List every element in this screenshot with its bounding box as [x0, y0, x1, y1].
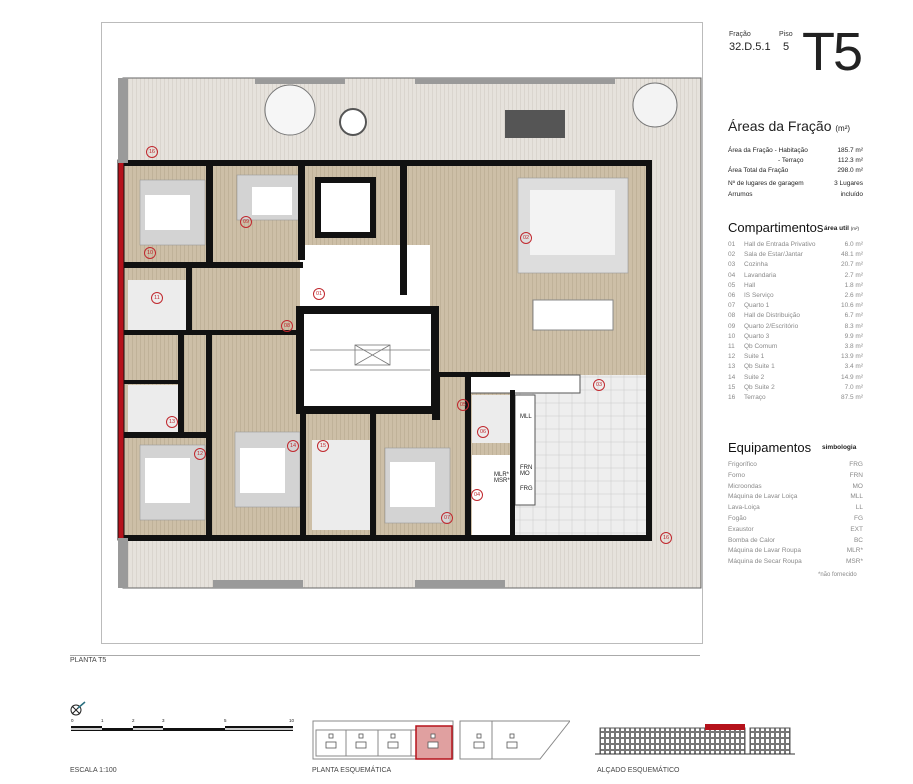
room-marker: 01 — [313, 288, 325, 300]
typology: T5 — [802, 22, 863, 82]
room-marker: 11 — [151, 292, 163, 304]
equipment-tag: MLL — [520, 414, 532, 420]
schematic-plan-label: PLANTA ESQUEMÁTICA — [312, 767, 392, 774]
room-marker: 06 — [477, 426, 489, 438]
equipment-tag: FRG — [520, 486, 533, 492]
scale-bar — [70, 701, 293, 731]
room-marker: 16 — [146, 146, 158, 158]
room-marker: 14 — [287, 440, 299, 452]
kitchen-floor — [515, 375, 650, 535]
room-marker: 04 — [471, 489, 483, 501]
facade-accent — [117, 159, 125, 541]
equipamentos-title: Equipamentos — [728, 440, 812, 455]
schematic-elevation-label: ALÇADO ESQUEMÁTICO — [597, 767, 680, 774]
equipment-tag: MLR* MSR* — [494, 472, 510, 484]
north-arrow-icon — [70, 701, 86, 716]
equipment-tag: FRN MO — [520, 465, 533, 477]
elevator — [315, 177, 376, 238]
plan-frame — [101, 22, 703, 644]
plan-title: PLANTA T5 — [70, 657, 107, 664]
room-marker: 05 — [457, 399, 469, 411]
room-marker: 09 — [240, 216, 252, 228]
room-marker: 10 — [144, 247, 156, 259]
room-marker: 12 — [194, 448, 206, 460]
schematic-plan — [312, 720, 570, 760]
area-util-header: área util (m²) — [824, 225, 859, 232]
piso-label: Piso — [779, 31, 793, 38]
areas-title: Áreas da Fração (m²) — [728, 118, 851, 134]
room-marker: 13 — [166, 416, 178, 428]
scale-ticks: 0 1 2 3 5 10 — [71, 718, 295, 723]
schematic-elevation — [595, 724, 795, 755]
room-marker: 03 — [593, 379, 605, 391]
compartimentos-title: Compartimentos — [728, 220, 824, 235]
simbologia-header: simbologia — [822, 444, 857, 451]
highlighted-unit — [415, 725, 453, 760]
room-marker: 16 — [660, 532, 672, 544]
fracao-label: Fração — [729, 31, 751, 38]
room-marker: 02 — [520, 232, 532, 244]
room-marker: 15 — [317, 440, 329, 452]
fracao-value: 32.D.5.1 — [729, 41, 771, 53]
piso-value: 5 — [783, 41, 790, 53]
room-marker: 07 — [441, 512, 453, 524]
footnote: *não fornecido — [818, 572, 857, 578]
scale-label: ESCALA 1:100 — [70, 767, 117, 774]
room-marker: 08 — [281, 320, 293, 332]
